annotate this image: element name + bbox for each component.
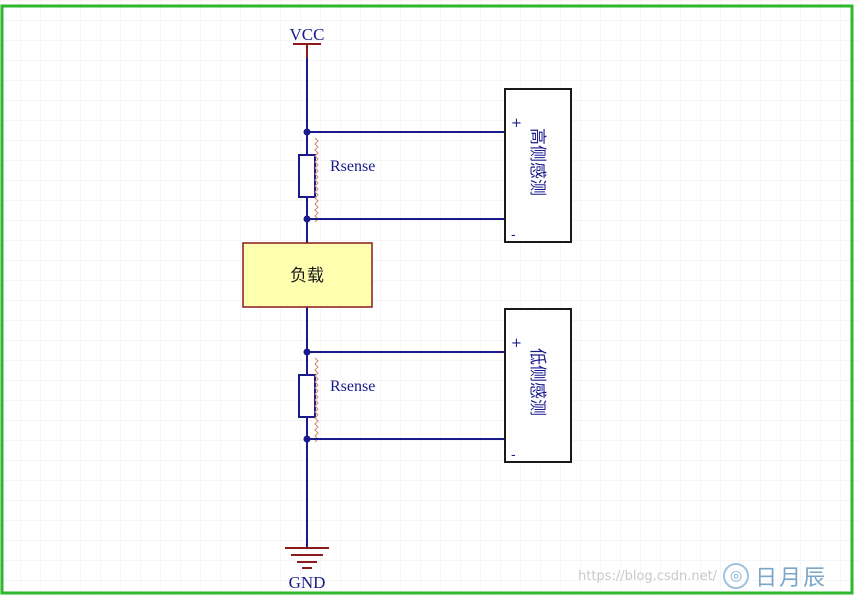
high-side-minus-pin: - <box>511 228 516 243</box>
low-side-plus-pin: + <box>511 336 522 351</box>
watermark: https://blog.csdn.net/ ◎ 日月辰 <box>578 560 827 592</box>
high-side-label: 高侧感测 <box>527 128 547 196</box>
low-side-minus-pin: - <box>511 448 516 463</box>
gnd-symbol: GND <box>285 547 329 592</box>
vcc-symbol: VCC <box>290 25 325 58</box>
watermark-url: https://blog.csdn.net/ <box>578 568 718 584</box>
rsense-bottom-label: Rsense <box>330 378 375 395</box>
gnd-label: GND <box>289 573 326 592</box>
load-label: 负载 <box>290 266 324 286</box>
low-side-label: 低侧感测 <box>527 348 547 416</box>
rsense-bottom-sense-mark <box>314 357 319 443</box>
rsense-top-label: Rsense <box>330 158 375 175</box>
high-side-sense-block: + - 高侧感测 <box>504 88 572 243</box>
watermark-logo-icon: ◎ <box>723 563 750 589</box>
low-side-sense-block: + - 低侧感测 <box>504 308 572 463</box>
high-side-plus-pin: + <box>511 116 522 131</box>
load-block: 负载 <box>242 242 373 308</box>
vcc-label: VCC <box>290 25 325 44</box>
watermark-logo-text: 日月辰 <box>755 566 828 591</box>
rsense-bottom-resistor: Rsense <box>298 357 375 443</box>
rsense-top-sense-mark <box>314 137 319 223</box>
rsense-top-resistor: Rsense <box>298 137 375 223</box>
sheet-border <box>0 4 854 595</box>
